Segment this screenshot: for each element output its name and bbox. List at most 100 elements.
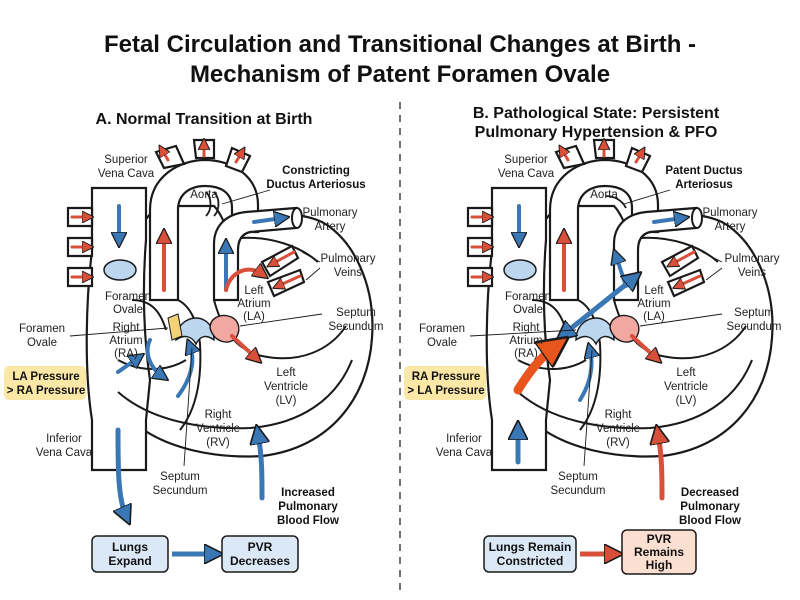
flow-branch-1 [162,150,168,162]
ra-inner-wall [131,299,167,331]
box-lungs-constricted-line-1: Lungs Remain [489,540,572,554]
ductus-constriction-1 [205,191,212,217]
box-pvr-high-line-2: Remains [634,545,684,559]
leader-ss-bottom [183,347,193,467]
panel-b-heading-2: Pulmonary Hypertension & PFO [475,124,718,141]
flow-pulm-up [658,434,662,501]
label-rv-2: Ventricle [596,423,640,435]
foramen-ovale-shape [103,259,137,281]
label-pv-1: Pulmonary [321,253,376,265]
label-lv-3: (LV) [676,395,697,407]
aortic-branch-1 [154,144,186,170]
label-pa-1: Pulmonary [703,207,758,219]
box-pvr-decreases [221,535,299,573]
ductus-open [605,195,627,209]
pressure-highlight [404,366,486,400]
leader-ss [239,313,323,327]
box-lungs-expand-line-1: Lungs [112,540,148,554]
pulmonary-artery-end [291,207,303,229]
label-la-1: Left [644,285,664,297]
pressure-line-2: > RA Pressure [7,385,86,397]
label-ductus-1: Constricting [282,165,350,177]
label-flow-2: Pulmonary [680,501,740,513]
vena-cava-trunk [485,186,552,472]
label-ss-bottom-2: Secundum [153,485,208,497]
label-ivc-1: Inferior [46,433,82,445]
leader-ss [639,313,723,327]
box-pvr-high [621,529,697,575]
label-pa-1: Pulmonary [303,207,358,219]
pressure-highlight [4,366,86,400]
foramen-flap-closed [167,313,183,341]
flow-pv-1 [272,250,296,264]
flow-pa-right [252,218,282,222]
flow-ivc-down [118,427,126,516]
aortic-branch-1 [554,144,586,170]
label-ra-3: (RA) [514,348,538,360]
label-ss-bottom-2: Secundum [551,485,606,497]
label-la-3: (LA) [243,311,265,323]
pulmonary-artery-end [691,207,703,229]
label-pv-2: Veins [738,267,766,279]
label-ss-1: Septum [734,307,774,319]
flow-pa-right [652,218,682,222]
flow-branch-3 [236,152,242,164]
panel-a-normal-transition: A. Normal Transition at Birth [4,111,384,573]
label-pa-2: Artery [315,221,346,233]
pressure-line-1: RA Pressure [412,371,481,383]
box-pvr-decreases-line-1: PVR [248,540,273,554]
leader-ss-bottom [583,349,593,467]
leader-pv [301,251,321,281]
label-ra-2: Atrium [509,335,542,347]
flow-ra-to-la-shunt [513,346,556,395]
label-ductus-2: Arteriosus [675,179,733,191]
flow-la-to-ra [116,358,138,374]
label-ductus-2: Ductus Arteriosus [266,179,365,191]
label-fo-inner-2: Ovale [513,304,543,316]
label-ivc-2: Vena Cava [36,447,93,459]
box-lungs-expand [91,535,169,573]
flow-pulm-up [258,434,262,501]
label-pv-1: Pulmonary [725,253,780,265]
label-ss-bottom-1: Septum [160,471,200,483]
panel-b-pathological-state: B. Pathological State: Persistent Pulmon… [404,105,782,575]
aorta-arch [548,158,660,302]
leader-fo [469,329,577,337]
label-fo-outer-2: Ovale [427,337,457,349]
label-fo-outer-2: Ovale [27,337,57,349]
label-rv-3: (RV) [206,437,230,449]
label-ss-2: Secundum [329,321,384,333]
leader-ductus [221,189,271,205]
flow-ra-down [145,338,162,376]
label-pv-2: Veins [334,267,362,279]
label-lv-2: Ventricle [264,381,308,393]
label-ss-2: Secundum [727,321,782,333]
pressure-line-1: LA Pressure [12,371,79,383]
leader-fo [69,327,169,337]
label-ductus-1: Patent Ductus [665,165,742,177]
label-la-2: Atrium [237,298,270,310]
label-fo-outer-1: Foramen [19,323,65,335]
label-fo-outer-1: Foramen [419,323,465,335]
label-flow-3: Blood Flow [679,515,741,527]
pressure-line-2: > LA Pressure [407,385,484,397]
box-pvr-decreases-line-2: Decreases [230,554,290,568]
ductus-constriction-2 [213,191,220,217]
label-fo-inner-1: Foramen [505,291,551,303]
flow-la-curve [224,270,262,292]
label-flow-1: Increased [281,487,335,499]
label-fo-inner-2: Ovale [113,304,143,316]
label-ss-1: Septum [336,307,376,319]
leader-pv [701,251,723,281]
box-pvr-high-line-3: High [646,558,673,572]
flow-la-to-lv [230,334,256,358]
label-lv-3: (LV) [276,395,297,407]
label-la-2: Atrium [637,298,670,310]
label-lv-2: Ventricle [664,381,708,393]
aorta-arch [148,158,260,302]
box-lungs-constricted [483,535,577,573]
right-atrium-floor [517,359,587,370]
flow-la-to-lv [630,334,656,358]
box-pvr-high-line-1: PVR [647,532,672,546]
label-flow-1: Decreased [681,487,739,499]
